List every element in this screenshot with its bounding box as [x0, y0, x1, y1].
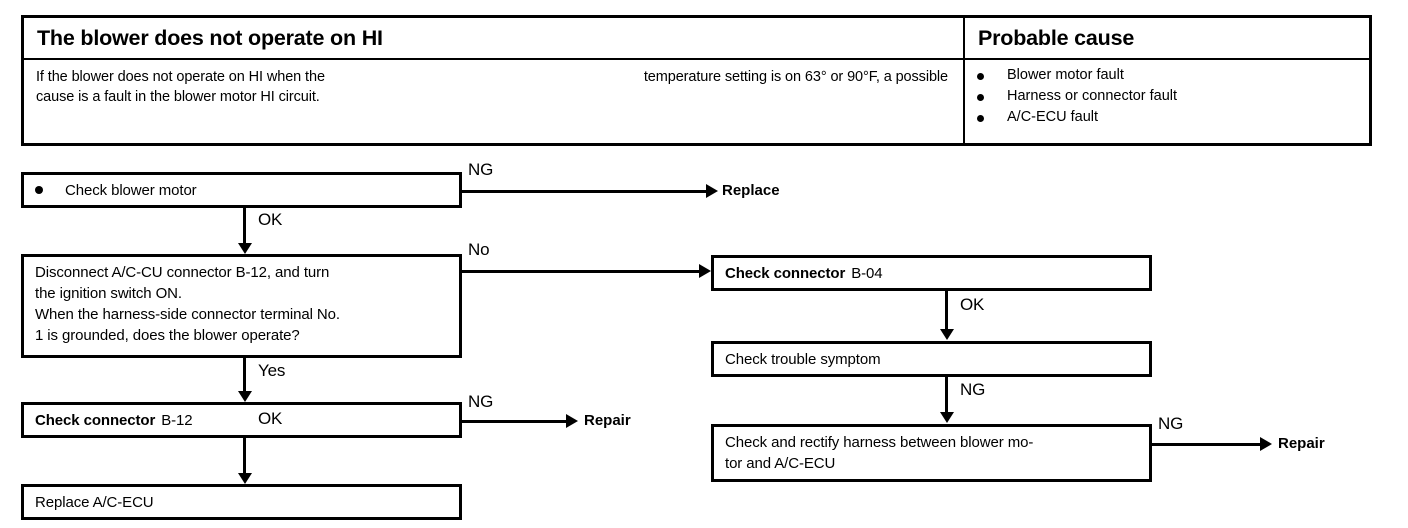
connector-ng-4-horizontal — [1152, 443, 1260, 446]
table-header-row: The blower does not operate on HI Probab… — [24, 18, 1369, 60]
symptom-description-line-1b: temperature setting is on 63° or 90°F, a… — [643, 69, 948, 85]
flow-box-line-1: Disconnect A/C-CU connector B-12, and tu… — [35, 264, 330, 281]
table-body-column-divider — [963, 58, 965, 143]
connector-yes-vertical — [243, 358, 246, 391]
list-item: Harness or connector fault — [977, 88, 1369, 109]
flow-box-label: Check blower motor — [65, 181, 197, 199]
flow-box-line-4: 1 is grounded, does the blower operate? — [35, 327, 300, 344]
list-item: Blower motor fault — [977, 67, 1369, 88]
bullet-icon — [977, 73, 984, 80]
arrowhead-ok-2-icon — [237, 473, 252, 484]
edge-label-ng-3: NG — [960, 380, 986, 399]
edge-label-yes: Yes — [258, 361, 286, 380]
bullet-icon — [35, 186, 43, 194]
flow-box-line-3: When the harness-side connector terminal… — [35, 306, 340, 323]
arrowhead-ok-1-icon — [237, 243, 252, 254]
terminal-repair-right: Repair — [1278, 435, 1325, 452]
connector-ok-3-vertical — [945, 291, 948, 329]
arrowhead-ng-4-icon — [1260, 437, 1272, 451]
connector-ok-1-vertical — [243, 208, 246, 243]
edge-label-ok-2: OK — [258, 409, 283, 428]
edge-label-ng-2: NG — [468, 392, 494, 411]
list-item: A/C-ECU fault — [977, 109, 1369, 130]
flow-box-label: Check trouble symptom — [725, 350, 881, 368]
connector-ng-1-horizontal — [462, 190, 706, 193]
symptom-description-line-2: cause is a fault in the blower motor HI … — [36, 89, 320, 105]
probable-cause-title: Probable cause — [978, 25, 1135, 50]
edge-label-ng-1: NG — [468, 160, 494, 179]
flow-box-disconnect-connector: Disconnect A/C-CU connector B-12, and tu… — [21, 254, 462, 358]
flow-box-label: Replace A/C-ECU — [35, 493, 154, 511]
symptom-cause-table: The blower does not operate on HI Probab… — [21, 15, 1372, 146]
edge-label-ok-1: OK — [258, 210, 283, 229]
flow-box-check-trouble-symptom: Check trouble symptom — [711, 341, 1152, 377]
arrowhead-ok-3-icon — [939, 329, 954, 340]
edge-label-ng-4: NG — [1158, 414, 1184, 433]
flow-box-check-connector-b04: Check connector B-04 — [711, 255, 1152, 291]
table-body-row: If the blower does not operate on HI whe… — [24, 58, 1369, 143]
symptom-description: If the blower does not operate on HI whe… — [24, 58, 987, 152]
terminal-replace: Replace — [722, 182, 780, 199]
connector-ng-3-vertical — [945, 377, 948, 412]
flow-box-check-rectify-harness: Check and rectify harness between blower… — [711, 424, 1152, 482]
connector-ok-2-vertical — [243, 438, 246, 473]
flow-box-line-1: Check and rectify harness between blower… — [725, 434, 1034, 451]
arrowhead-no-icon — [699, 264, 711, 278]
probable-cause-list: Blower motor fault Harness or connector … — [965, 58, 1369, 152]
arrowhead-yes-icon — [237, 391, 252, 402]
flow-box-line-2: the ignition switch ON. — [35, 285, 182, 302]
edge-label-ok-3: OK — [960, 295, 985, 314]
cause-label: Harness or connector fault — [1007, 88, 1178, 104]
terminal-repair-left: Repair — [584, 412, 631, 429]
symptom-title: The blower does not operate on HI — [37, 25, 383, 50]
arrowhead-ng-1-icon — [706, 184, 718, 198]
connector-id: B-04 — [851, 264, 883, 282]
table-column-divider — [963, 18, 965, 58]
bullet-icon — [977, 115, 984, 122]
flow-box-label: Check connector — [725, 264, 846, 282]
connector-id: B-12 — [161, 411, 193, 429]
edge-label-no: No — [468, 240, 490, 259]
bullet-icon — [977, 94, 984, 101]
connector-no-horizontal — [462, 270, 699, 273]
flow-box-check-connector-b12: Check connector B-12 — [21, 402, 462, 438]
connector-ng-2-horizontal — [462, 420, 566, 423]
symptom-description-line-1: If the blower does not operate on HI whe… — [36, 67, 948, 87]
symptom-description-line-1a: If the blower does not operate on HI whe… — [36, 69, 325, 85]
arrowhead-ng-2-icon — [566, 414, 578, 428]
cause-label: A/C-ECU fault — [1007, 109, 1099, 125]
cause-label: Blower motor fault — [1007, 67, 1124, 83]
flow-box-check-blower-motor: Check blower motor — [21, 172, 462, 208]
flow-box-replace-ac-ecu: Replace A/C-ECU — [21, 484, 462, 520]
arrowhead-ng-3-icon — [939, 412, 954, 423]
flow-box-line-2: tor and A/C-ECU — [725, 455, 836, 472]
flow-box-label: Check connector — [35, 411, 156, 429]
